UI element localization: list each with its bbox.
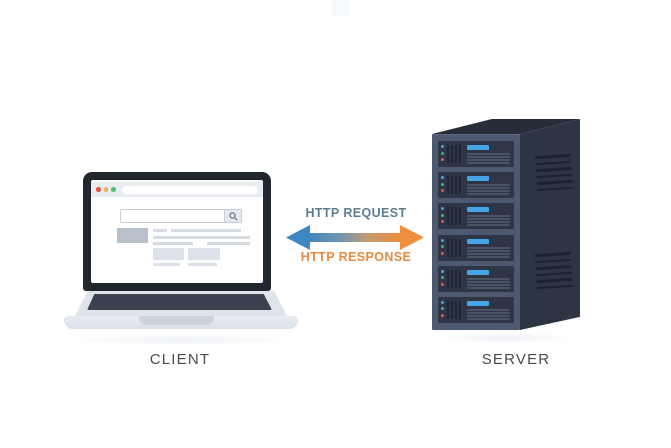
led-red-icon (441, 251, 444, 255)
search-icon (224, 210, 241, 222)
content-placeholder-line (153, 242, 193, 245)
vent-slats (534, 153, 574, 195)
traffic-light-red-icon (96, 187, 101, 192)
request-response-arrow (286, 225, 424, 250)
drive-bay-ridges (447, 269, 461, 288)
led-blue-icon (441, 176, 444, 180)
led-blue-icon (441, 269, 444, 273)
status-leds (441, 238, 444, 255)
led-green-icon (441, 307, 444, 311)
activity-bar (467, 269, 489, 275)
server-unit (438, 296, 514, 323)
drive-bay-ridges (447, 145, 461, 163)
led-green-icon (441, 276, 444, 280)
traffic-light-amber-icon (103, 187, 108, 192)
led-blue-icon (441, 300, 444, 304)
server-label: SERVER (481, 351, 551, 368)
server-unit (438, 234, 514, 261)
server-unit (438, 141, 514, 167)
server-units (438, 141, 514, 323)
browser-window (91, 180, 263, 283)
arrow-left-head-icon (286, 225, 310, 250)
led-green-icon (441, 151, 444, 155)
drive-bay-ridges (447, 238, 461, 257)
activity-bar (467, 207, 489, 213)
status-leds (441, 176, 444, 193)
led-green-icon (441, 182, 444, 186)
unit-vent-lines (467, 184, 510, 196)
content-placeholder-line (188, 263, 217, 266)
led-blue-icon (441, 238, 444, 242)
led-red-icon (441, 158, 444, 161)
content-placeholder-line (207, 242, 250, 245)
client-label: CLIENT (149, 351, 211, 368)
led-red-icon (441, 282, 444, 286)
status-leds (441, 207, 444, 224)
arrow-right-head-icon (400, 225, 424, 250)
laptop-screen-frame (83, 172, 271, 291)
search-input (120, 209, 242, 223)
server-unit (438, 265, 514, 292)
unit-vent-lines (467, 308, 510, 320)
drive-bay-ridges (447, 176, 461, 195)
content-placeholder-image (117, 228, 148, 243)
content-placeholder-card (153, 248, 184, 260)
drive-bay-ridges (447, 300, 461, 319)
server-side-panel (520, 119, 580, 330)
laptop-shadow (70, 334, 295, 346)
http-response-label: HTTP RESPONSE (300, 250, 412, 264)
vent-slats (534, 251, 574, 293)
unit-vent-lines (467, 215, 510, 227)
faint-artifact-square (332, 0, 349, 16)
activity-bar (467, 238, 489, 244)
content-placeholder-line (153, 229, 167, 232)
browser-toolbar (91, 182, 263, 197)
led-blue-icon (441, 145, 444, 148)
activity-bar (467, 176, 489, 182)
status-leds (441, 145, 444, 161)
led-blue-icon (441, 207, 444, 211)
led-red-icon (441, 313, 444, 317)
unit-vent-lines (467, 277, 510, 289)
server-shadow (438, 332, 573, 344)
laptop-trackpad (139, 316, 214, 325)
content-placeholder-line (171, 229, 241, 232)
status-leds (441, 269, 444, 286)
unit-vent-lines (467, 246, 510, 258)
unit-vent-lines (467, 153, 510, 164)
content-placeholder-line (153, 236, 250, 239)
led-green-icon (441, 245, 444, 249)
server-front-panel (432, 134, 520, 330)
content-placeholder-line (153, 263, 180, 266)
arrow-gradient-bar (308, 233, 402, 242)
traffic-light-green-icon (111, 187, 116, 192)
content-placeholder-card (188, 248, 220, 260)
server-unit (438, 203, 514, 230)
address-bar (121, 185, 258, 194)
activity-bar (467, 145, 489, 150)
server-unit (438, 172, 514, 199)
led-green-icon (441, 213, 444, 217)
laptop-keyboard (87, 294, 272, 310)
activity-bar (467, 300, 489, 306)
led-red-icon (441, 189, 444, 193)
status-leds (441, 300, 444, 317)
http-request-label: HTTP REQUEST (305, 206, 407, 220)
browser-traffic-lights (96, 187, 119, 192)
drive-bay-ridges (447, 207, 461, 226)
led-red-icon (441, 220, 444, 224)
